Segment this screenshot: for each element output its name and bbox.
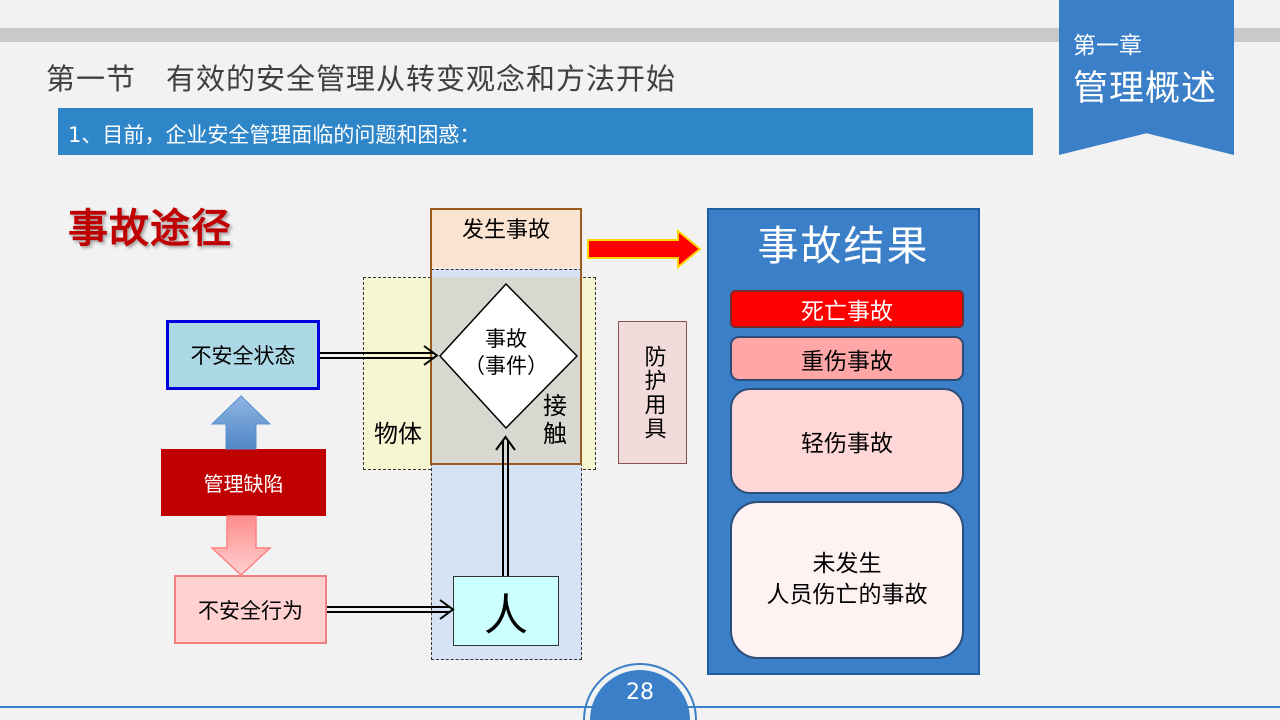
accident-occurs-label: 发生事故 xyxy=(461,218,550,243)
minor-injury-box: 轻伤事故 xyxy=(730,388,964,494)
red-arrow-icon xyxy=(587,228,702,270)
unsafe-behavior-box: 不安全行为 xyxy=(174,575,327,644)
diagram-title: 事故途径 xyxy=(68,206,232,252)
object-label: 物体 xyxy=(374,420,422,448)
accident-diamond xyxy=(438,282,579,430)
up-arrow-icon xyxy=(210,395,272,450)
no-casualty-box: 未发生 人员伤亡的事故 xyxy=(730,501,964,659)
state-to-accident-arrow xyxy=(320,345,439,366)
subtitle-text: 1、目前，企业安全管理面临的问题和困惑： xyxy=(68,123,481,147)
unsafe-state-box: 不安全状态 xyxy=(166,320,320,390)
contact-label: 接触 xyxy=(543,392,567,448)
page-number: 28 xyxy=(626,680,654,705)
person-box: 人 xyxy=(453,576,559,646)
accident-label-line1: 事故 xyxy=(485,327,527,351)
no-casualty-line2: 人员伤亡的事故 xyxy=(766,582,928,608)
accident-occurs-header xyxy=(432,210,580,268)
chapter-title: 管理概述 xyxy=(1073,69,1218,109)
subtitle-banner: 1、目前，企业安全管理面临的问题和困惑： xyxy=(58,108,1033,155)
person-to-accident-arrow xyxy=(495,435,516,576)
ppe-box: 防护用具 xyxy=(618,321,687,464)
accident-frame xyxy=(430,208,582,465)
fatal-accident-box: 死亡事故 xyxy=(730,290,964,328)
accident-label-line2: （事件） xyxy=(464,354,548,378)
management-defect-box: 管理缺陷 xyxy=(161,449,326,516)
accident-event-label: 事故 （事件） xyxy=(448,326,564,380)
footer-line xyxy=(0,706,1280,708)
chapter-label: 第一章 xyxy=(1073,33,1142,59)
serious-injury-box: 重伤事故 xyxy=(730,336,964,381)
behavior-to-person-arrow xyxy=(327,599,455,620)
no-casualty-line1: 未发生 xyxy=(812,551,882,577)
section-title: 第一节 有效的安全管理从转变观念和方法开始 xyxy=(46,62,677,96)
chapter-tab xyxy=(1059,0,1234,155)
header-divider-bar xyxy=(0,28,1280,42)
down-arrow-icon xyxy=(210,515,272,577)
results-title: 事故结果 xyxy=(757,222,930,270)
